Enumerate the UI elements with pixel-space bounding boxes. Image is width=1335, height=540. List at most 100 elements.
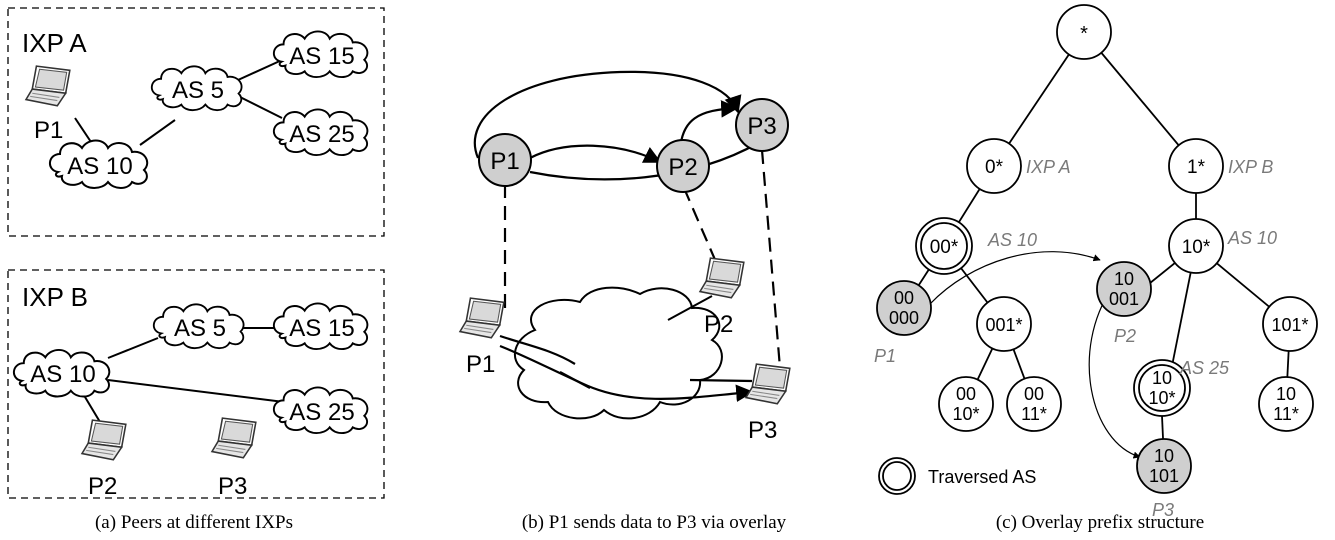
host-p3: P3 <box>745 363 791 444</box>
node-label: 10* <box>1182 237 1211 258</box>
node-label-line1: 10 <box>1154 446 1174 466</box>
node-label-line2: 11* <box>1273 404 1299 424</box>
node-label: P2 <box>668 154 697 181</box>
node-label-line2: 001 <box>1109 289 1139 309</box>
ixp-a-title: IXP A <box>22 28 87 58</box>
node-label: * <box>1080 23 1088 45</box>
host-p1: P1 <box>459 297 505 378</box>
as-label: AS 25 <box>289 121 354 148</box>
legend-label: Traversed AS <box>928 467 1036 487</box>
node-tag: IXP B <box>1228 157 1273 177</box>
laptop-icon <box>699 257 745 299</box>
tree-node-0011: 00 11* <box>1006 376 1062 432</box>
ixp-a-links <box>74 59 283 146</box>
ixp-b-cloud-as10: AS 10 <box>12 348 111 398</box>
ixp-a-cloud-as5: AS 5 <box>150 65 243 112</box>
laptop-icon <box>81 419 127 461</box>
tree-peer-p3: 10 101 P3 <box>1136 438 1192 520</box>
node-tag: P2 <box>1114 326 1136 346</box>
tree-peer-p1: 00 000 P1 <box>874 280 932 366</box>
node-label: 101* <box>1271 315 1308 335</box>
overlay-node-p2: P2 <box>656 139 710 193</box>
node-label-line2: 101 <box>1149 466 1179 486</box>
ixp-a-cloud-as10: AS 10 <box>48 139 149 189</box>
laptop-icon <box>745 363 791 405</box>
tree-node-root: * <box>1056 4 1112 60</box>
node-label: P1 <box>490 148 519 175</box>
tree-node-00-traversed: 00* AS 10 <box>915 217 1037 275</box>
overlay-node-p3: P3 <box>735 98 789 152</box>
node-tag: AS 10 <box>1227 228 1277 248</box>
node-tag: P3 <box>1152 500 1174 520</box>
overlay-node-p1: P1 <box>478 133 532 187</box>
node-label-line1: 10 <box>1114 269 1134 289</box>
tree-node-1011: 10 11* <box>1258 376 1314 432</box>
laptop-icon <box>25 65 71 107</box>
ixp-a-box <box>7 7 385 237</box>
as-label: AS 5 <box>174 315 226 342</box>
tree-node-1010-traversed: 10 10* AS 25 <box>1133 358 1230 417</box>
node-label-line2: 000 <box>889 308 919 328</box>
host-p2: P2 <box>699 257 745 338</box>
node-label: 00* <box>930 237 959 258</box>
ixp-b-peer-p3: P3 <box>211 417 257 500</box>
ixp-b-cloud-as5: AS 5 <box>152 303 245 350</box>
ixp-a-peer-p1: P1 <box>25 65 71 144</box>
ixp-b-cloud-as25: AS 25 <box>272 386 369 435</box>
node-label-line2: 11* <box>1021 404 1047 424</box>
peer-label: P3 <box>218 473 247 500</box>
panel-c: * 0* IXP A 1* IXP B 00* AS 10 10* AS 10 <box>874 4 1318 533</box>
node-tag: AS 25 <box>1179 358 1230 378</box>
ixp-b-title: IXP B <box>22 282 88 312</box>
tree-node-101: 101* <box>1262 296 1318 352</box>
panel-b: P1 P2 P3 P1 P2 P3 (b) P1 sends data to P… <box>459 70 791 533</box>
node-label: P3 <box>747 113 776 140</box>
node-label-line1: 10 <box>1276 384 1296 404</box>
node-tag: AS 10 <box>987 230 1037 250</box>
host-label: P2 <box>704 311 733 338</box>
laptop-icon <box>459 297 505 339</box>
caption-c: (c) Overlay prefix structure <box>996 512 1204 533</box>
ixp-b-cloud-as15: AS 15 <box>272 302 369 351</box>
tree-node-0010: 00 10* <box>938 376 994 432</box>
as-label: AS 15 <box>289 43 354 70</box>
node-label-line1: 00 <box>956 384 976 404</box>
node-label-line1: 00 <box>894 288 914 308</box>
as-label: AS 5 <box>172 77 224 104</box>
ixp-a-cloud-as15: AS 15 <box>272 30 369 79</box>
caption-b: (b) P1 sends data to P3 via overlay <box>522 512 787 533</box>
node-label: 0* <box>985 157 1004 178</box>
node-label-line1: 10 <box>1152 368 1172 388</box>
caption-a: (a) Peers at different IXPs <box>95 512 293 533</box>
peer-label: P2 <box>88 473 117 500</box>
tree-node-1: 1* IXP B <box>1168 138 1273 194</box>
p2-access-link <box>667 295 713 321</box>
tree-node-10: 10* AS 10 <box>1168 218 1277 274</box>
node-tag: P1 <box>874 346 896 366</box>
as-label: AS 15 <box>289 315 354 342</box>
panel-a: IXP A P1 AS 15 AS 5 AS 25 AS 10 <box>7 7 385 533</box>
data-path <box>499 334 754 402</box>
node-label-line1: 00 <box>1024 384 1044 404</box>
ixp-b-peer-p2: P2 <box>81 419 127 500</box>
as-label: AS 25 <box>289 399 354 426</box>
as-label: AS 10 <box>67 153 132 180</box>
node-label: 001* <box>985 315 1022 335</box>
node-label-line2: 10* <box>952 404 979 424</box>
node-tag: IXP A <box>1026 157 1071 177</box>
peer-label: P1 <box>34 117 63 144</box>
host-label: P3 <box>748 417 777 444</box>
host-label: P1 <box>466 351 495 378</box>
ixp-b-box <box>7 269 385 499</box>
as-label: AS 10 <box>30 361 95 388</box>
routing-arrows <box>929 251 1141 459</box>
tree-node-0: 0* IXP A <box>966 138 1071 194</box>
mapping-dashes <box>503 149 782 369</box>
tree-node-001: 001* <box>976 296 1032 352</box>
node-label-line2: 10* <box>1148 388 1175 408</box>
tree-peer-p2: 10 001 P2 <box>1096 261 1152 346</box>
legend: Traversed AS <box>878 457 1036 495</box>
laptop-icon <box>211 417 257 459</box>
node-label: 1* <box>1187 157 1206 178</box>
